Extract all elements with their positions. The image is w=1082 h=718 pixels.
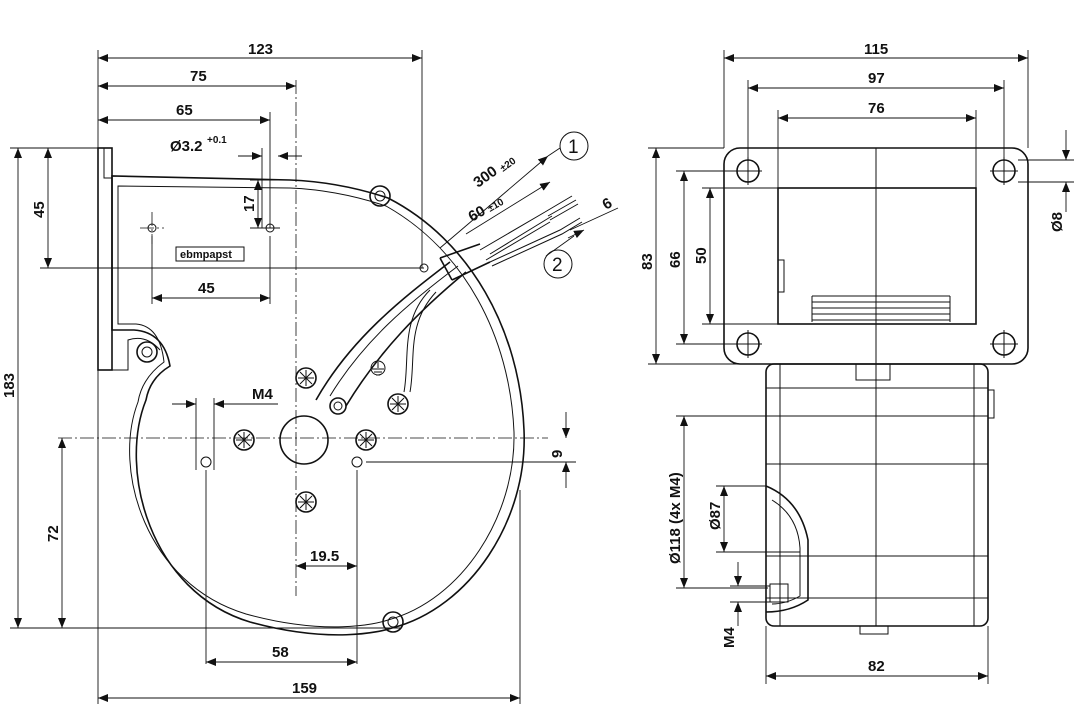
dim-line-6b bbox=[567, 229, 585, 239]
screw-boss-left bbox=[136, 341, 158, 363]
motor-screw-right bbox=[355, 429, 377, 451]
motor-screw-bottom bbox=[295, 491, 317, 513]
motor-screw-top bbox=[295, 367, 317, 389]
dim-159: 159 bbox=[292, 680, 317, 697]
side-inlet-bump-inner bbox=[771, 499, 801, 605]
cable-sleeve bbox=[439, 243, 491, 281]
dim-75: 75 bbox=[190, 68, 207, 85]
cable-main bbox=[479, 211, 553, 261]
brand-label-box bbox=[175, 246, 245, 262]
dim-19-5: 19.5 bbox=[310, 548, 339, 565]
dim-m4-front: M4 bbox=[252, 386, 273, 403]
dim-m4-side: M4 bbox=[721, 627, 738, 648]
brand-label: ebmpapst bbox=[180, 249, 232, 261]
dim-50: 50 bbox=[693, 247, 710, 264]
ground-screw bbox=[387, 393, 409, 415]
dim-9: 9 bbox=[549, 450, 566, 458]
dim-60: 60 bbox=[466, 202, 489, 225]
screw-boss-bottom bbox=[382, 611, 404, 633]
front-view: ebmpapst 123 75 65 Ø3.2 +0.1 45 17 bbox=[1, 41, 619, 704]
side-outlet-clip bbox=[778, 259, 785, 293]
dim-45-side: 45 bbox=[31, 201, 48, 218]
cable-wire-1 bbox=[544, 195, 579, 221]
dim-line-300 bbox=[439, 155, 549, 249]
screw-boss-top bbox=[369, 185, 391, 207]
cable-wire-2 bbox=[489, 217, 583, 267]
dim-line-6 bbox=[569, 207, 619, 231]
mount-hole-left bbox=[200, 456, 212, 468]
outlet-duct-inner bbox=[329, 265, 459, 397]
dim-300-tol: ±20 bbox=[498, 156, 518, 175]
motor-screw-left bbox=[233, 429, 255, 451]
side-motor-body bbox=[765, 363, 989, 627]
flange-lip bbox=[103, 147, 113, 179]
ground-wire bbox=[403, 289, 437, 393]
mounting-flange bbox=[97, 147, 113, 371]
dim-97: 97 bbox=[868, 70, 885, 87]
dim-line-60 bbox=[465, 181, 551, 235]
flange-hole-tr bbox=[990, 157, 1018, 185]
dim-65: 65 bbox=[176, 102, 193, 119]
svg-text:2: 2 bbox=[552, 255, 563, 276]
side-outlet-box bbox=[777, 187, 977, 325]
dim-82: 82 bbox=[868, 658, 885, 675]
dim-d8: Ø8 bbox=[1049, 212, 1066, 232]
callout-1: 1 bbox=[559, 131, 589, 161]
dim-72: 72 bbox=[45, 525, 62, 542]
ext-line-300 bbox=[547, 147, 561, 157]
dim-45-bottom: 45 bbox=[198, 280, 215, 297]
callout-2: 2 bbox=[543, 235, 575, 279]
callout-2-leader bbox=[545, 235, 575, 257]
side-view: 115 97 76 83 66 50 Ø8 Ø118 bbox=[639, 41, 1074, 684]
dim-83: 83 bbox=[639, 253, 656, 270]
side-inlet-stub bbox=[769, 583, 789, 603]
mount-hole-right bbox=[351, 456, 363, 468]
outlet-duct bbox=[315, 261, 467, 407]
inlet-opening bbox=[279, 415, 329, 465]
housing-outline bbox=[111, 175, 525, 636]
dim-hole-tol: +0.1 bbox=[207, 135, 227, 146]
dim-115: 115 bbox=[864, 41, 888, 58]
dim-58: 58 bbox=[272, 644, 289, 661]
side-motor-tab-bottom bbox=[859, 625, 889, 635]
dim-300: 300 bbox=[470, 163, 500, 191]
inlet-ring bbox=[329, 397, 347, 415]
dim-183: 183 bbox=[1, 373, 18, 398]
housing-inner-outline bbox=[117, 185, 515, 628]
side-motor-tab-top bbox=[855, 363, 891, 381]
inlet-ring-hole bbox=[333, 401, 343, 411]
dim-66: 66 bbox=[667, 251, 684, 268]
flange-hole-bl bbox=[734, 330, 762, 358]
side-inlet-bump bbox=[765, 485, 809, 613]
dim-6: 6 bbox=[600, 195, 616, 214]
flange-hole-tl bbox=[734, 157, 762, 185]
dim-60-tol: ±10 bbox=[486, 197, 506, 215]
dim-hole: Ø3.2 bbox=[170, 138, 203, 155]
side-outlet-vents bbox=[811, 295, 951, 322]
dim-76: 76 bbox=[868, 100, 885, 117]
dim-17: 17 bbox=[241, 195, 258, 212]
ground-symbol-icon bbox=[370, 360, 386, 376]
side-motor-tab-right bbox=[987, 389, 995, 419]
flange-hole-br bbox=[990, 330, 1018, 358]
dim-123: 123 bbox=[248, 41, 273, 58]
svg-text:1: 1 bbox=[568, 137, 579, 158]
dim-d118: Ø118 (4x M4) bbox=[667, 472, 684, 564]
dim-d87: Ø87 bbox=[707, 502, 724, 530]
